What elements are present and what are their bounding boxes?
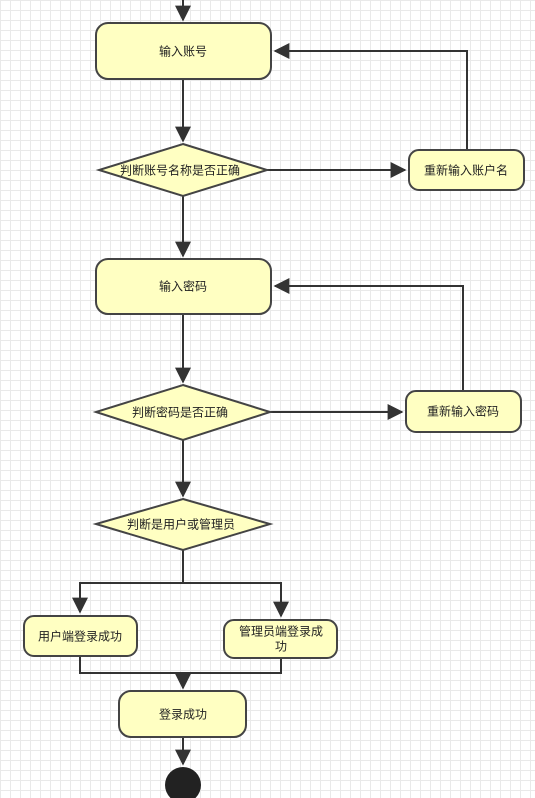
node-reenter-account[interactable] [408,149,525,191]
edges [72,0,468,766]
node-admin-login-success[interactable] [223,619,338,659]
edge-role-to-admin [183,582,289,618]
node-login-success[interactable] [118,690,247,738]
node-check-account[interactable] [95,142,271,198]
edge-role-to-user [72,550,184,614]
label-reenter-account: 重新输入账户名 [424,163,508,178]
label-admin-login-success-line1: 管理员端登录成 [239,624,323,639]
label-input-password: 输入密码 [159,279,207,294]
label-login-success: 登录成功 [159,707,207,722]
end-node [165,767,201,798]
node-check-role[interactable] [92,497,274,552]
edge-merge [79,656,282,674]
edge-reenter-account-back [273,43,468,150]
node-user-login-success[interactable] [23,615,138,657]
label-input-account: 输入账号 [159,44,207,59]
label-check-password: 判断密码是否正确 [132,405,228,420]
label-reenter-password: 重新输入密码 [427,404,499,419]
node-check-password[interactable] [92,383,274,442]
label-check-role: 判断是用户或管理员 [127,517,235,532]
label-check-account: 判断账号名称是否正确 [120,163,240,178]
label-user-login-success: 用户端登录成功 [38,629,122,644]
node-reenter-password[interactable] [405,390,522,433]
node-input-password[interactable] [95,258,272,315]
node-input-account[interactable] [95,22,272,80]
edge-reenter-password-back [273,278,464,391]
label-admin-login-success-line2: 功 [275,640,287,654]
